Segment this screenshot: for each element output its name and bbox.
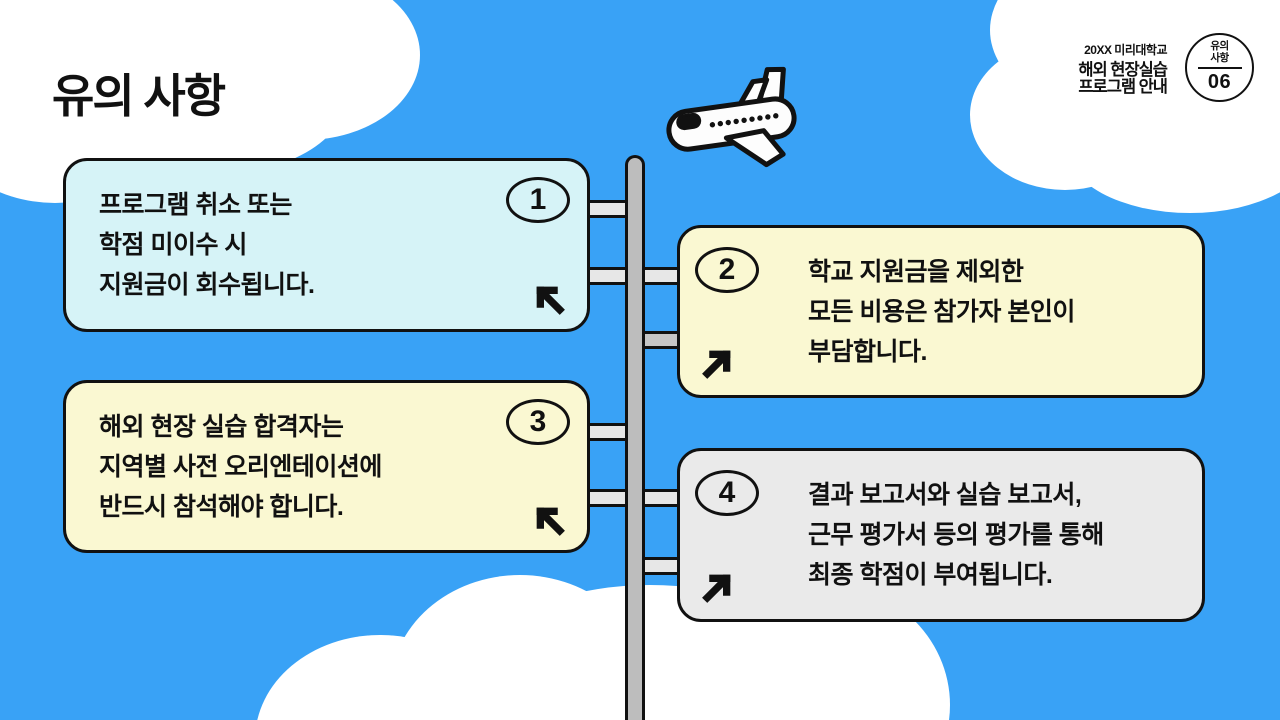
- program-header: 20XX 미리대학교 해외 현장실습 프로그램 안내: [1025, 41, 1168, 96]
- number-badge-3: 3: [506, 399, 570, 445]
- plane-cockpit-window: [676, 112, 702, 131]
- page-badge-label: 유의 사항: [1210, 40, 1229, 64]
- header-university: 20XX 미리대학교: [1084, 43, 1167, 57]
- airplane-icon: [666, 66, 797, 168]
- number-badge-2: 2: [695, 247, 759, 293]
- note-card-3-text: 해외 현장 실습 합격자는 지역별 사전 오리엔테이션에 반드시 참석해야 합니…: [99, 412, 382, 521]
- header-program-line1: 해외 현장실습: [1078, 61, 1168, 79]
- badge-number: 1: [529, 183, 547, 216]
- note-card-1-text: 프로그램 취소 또는 학점 미이수 시 지원금이 회수됩니다.: [99, 191, 315, 299]
- note-card-3: 3 해외 현장 실습 합격자는 지역별 사전 오리엔테이션에 반드시 참석해야 …: [63, 380, 590, 553]
- note-card-2-text: 학교 지원금을 제외한 모든 비용은 참가자 본인이 부담합니다.: [808, 257, 1075, 366]
- number-badge-4: 4: [695, 470, 759, 516]
- note-card-4-text: 결과 보고서와 실습 보고서, 근무 평가서 등의 평가를 통해 최종 학점이 …: [808, 481, 1104, 589]
- page-number-badge: 유의 사항 06: [1185, 33, 1254, 102]
- header-program-line2: 프로그램 안내: [1078, 78, 1168, 96]
- arrow-up-right-icon: [702, 350, 731, 379]
- cloud-top-left: [0, 0, 420, 203]
- note-card-2: 2 학교 지원금을 제외한 모든 비용은 참가자 본인이 부담합니다.: [677, 225, 1205, 398]
- plane-near-wing: [723, 128, 786, 168]
- badge-number: 4: [718, 476, 736, 509]
- badge-number: 3: [529, 405, 547, 438]
- arrow-up-left-icon: [536, 507, 565, 536]
- arrow-up-right-icon: [702, 574, 731, 603]
- note-card-1: 1 프로그램 취소 또는 학점 미이수 시 지원금이 회수됩니다.: [63, 158, 590, 332]
- cloud-top-right: [970, 0, 1280, 213]
- signpost-pole: [625, 155, 645, 720]
- arrow-up-left-icon: [536, 286, 565, 315]
- page-title: 유의 사항: [52, 70, 226, 122]
- badge-number: 2: [718, 253, 736, 286]
- page-badge-number: 06: [1207, 71, 1232, 93]
- note-card-4: 4 결과 보고서와 실습 보고서, 근무 평가서 등의 평가를 통해 최종 학점…: [677, 448, 1205, 622]
- number-badge-1: 1: [506, 177, 570, 223]
- plane-windows: [709, 113, 779, 128]
- page-badge-divider: [1197, 67, 1242, 69]
